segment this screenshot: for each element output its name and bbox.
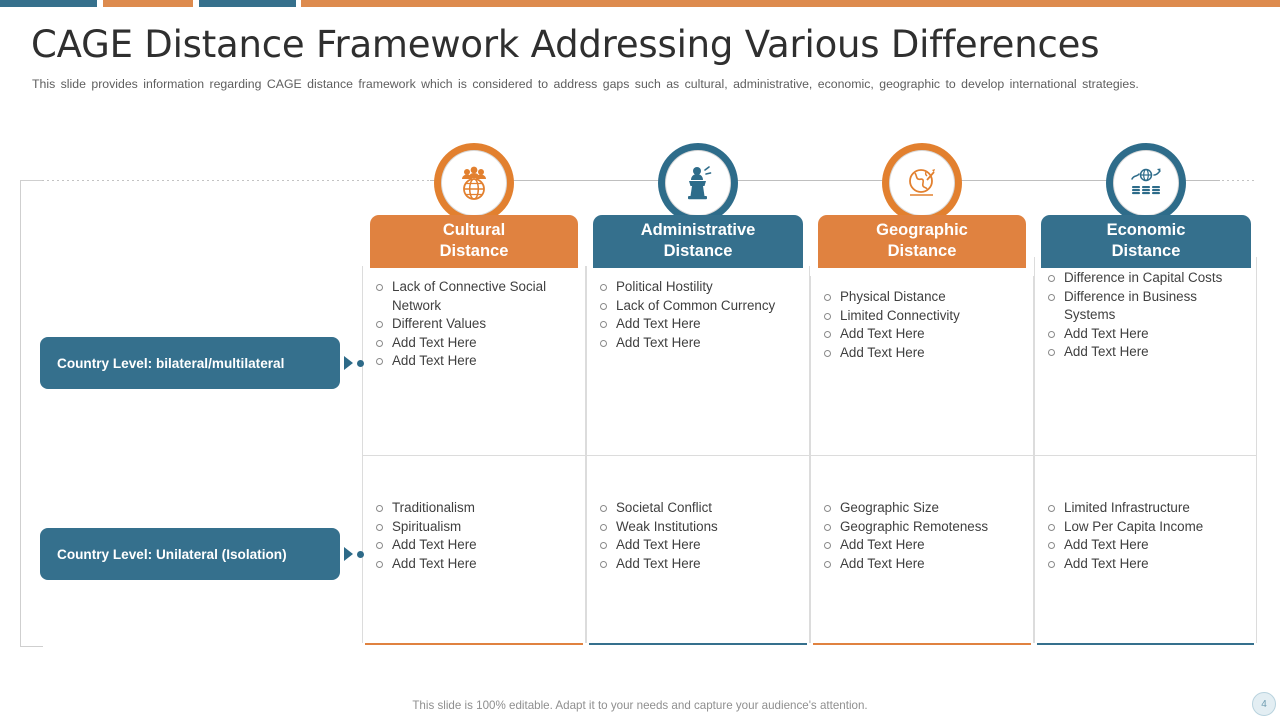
column-title-line2: Distance bbox=[1111, 242, 1181, 260]
column-title-line1: Administrative bbox=[640, 221, 756, 239]
cell-unilateral-geographic[interactable]: Geographic Size Geographic Remoteness Ad… bbox=[810, 456, 1034, 643]
bullet-list: Traditionalism Spiritualism Add Text Her… bbox=[375, 499, 575, 573]
cell-unilateral-cultural[interactable]: Traditionalism Spiritualism Add Text Her… bbox=[362, 456, 586, 643]
list-item: Add Text Here bbox=[599, 334, 799, 353]
list-item: Add Text Here bbox=[823, 536, 1023, 555]
accent-segment-orange-2 bbox=[301, 0, 1280, 7]
triangle-arrow-icon bbox=[344, 356, 353, 370]
column-icon-geographic bbox=[882, 143, 962, 223]
row-label-bilateral[interactable]: Country Level: bilateral/multilateral bbox=[40, 337, 340, 389]
column-header-geographic[interactable]: Geographic Distance bbox=[818, 215, 1026, 268]
list-item: Low Per Capita Income bbox=[1047, 518, 1246, 537]
list-item: Lack of Common Currency bbox=[599, 297, 799, 316]
list-item: Add Text Here bbox=[823, 325, 1023, 344]
list-item: Traditionalism bbox=[375, 499, 575, 518]
list-item: Limited Infrastructure bbox=[1047, 499, 1246, 518]
list-item: Add Text Here bbox=[823, 555, 1023, 574]
bullet-list: Societal Conflict Weak Institutions Add … bbox=[599, 499, 799, 573]
bullet-list: Lack of Connective Social Network Differ… bbox=[375, 278, 575, 371]
list-item: Different Values bbox=[375, 315, 575, 334]
cell-unilateral-economic[interactable]: Limited Infrastructure Low Per Capita In… bbox=[1034, 456, 1257, 643]
bullet-list: Physical Distance Limited Connectivity A… bbox=[823, 288, 1023, 362]
globe-people-icon bbox=[462, 166, 486, 200]
row-connector-unilateral bbox=[344, 547, 370, 561]
bullet-list: Geographic Size Geographic Remoteness Ad… bbox=[823, 499, 1023, 573]
list-item: Societal Conflict bbox=[599, 499, 799, 518]
column-header-economic[interactable]: Economic Distance bbox=[1041, 215, 1251, 268]
column-icon-economic bbox=[1106, 143, 1186, 223]
list-item: Add Text Here bbox=[375, 555, 575, 574]
list-item: Add Text Here bbox=[599, 536, 799, 555]
icon-arc-orange bbox=[434, 143, 514, 223]
row-divider bbox=[362, 455, 1257, 456]
bullet-list: Political Hostility Lack of Common Curre… bbox=[599, 278, 799, 352]
column-title-line1: Economic bbox=[1106, 221, 1186, 239]
bullet-list: Limited Infrastructure Low Per Capita In… bbox=[1047, 499, 1246, 573]
list-item: Geographic Size bbox=[823, 499, 1023, 518]
column-icon-cultural bbox=[434, 143, 514, 223]
list-item: Add Text Here bbox=[1047, 325, 1246, 344]
list-item: Add Text Here bbox=[1047, 555, 1246, 574]
bullet-list: Difference in Capital Costs Difference i… bbox=[1047, 269, 1246, 362]
icon-arc-orange bbox=[882, 143, 962, 223]
column-title-line2: Distance bbox=[439, 242, 509, 260]
accent-segment-teal-2 bbox=[199, 0, 296, 7]
row-connector-bilateral bbox=[344, 356, 370, 370]
accent-segment-teal-1 bbox=[0, 0, 97, 7]
list-item: Add Text Here bbox=[375, 334, 575, 353]
list-item: Add Text Here bbox=[599, 315, 799, 334]
list-item: Add Text Here bbox=[375, 536, 575, 555]
content-grid: Lack of Connective Social Network Differ… bbox=[362, 257, 1257, 645]
column-header-cultural[interactable]: Cultural Distance bbox=[370, 215, 578, 268]
left-bracket bbox=[20, 180, 43, 647]
dot-icon bbox=[357, 360, 364, 367]
column-bottom-bar-economic bbox=[1037, 643, 1254, 645]
list-item: Spiritualism bbox=[375, 518, 575, 537]
list-item: Add Text Here bbox=[599, 555, 799, 574]
column-icon-administrative bbox=[658, 143, 738, 223]
column-bottom-bar-administrative bbox=[589, 643, 807, 645]
list-item: Weak Institutions bbox=[599, 518, 799, 537]
cell-bilateral-economic[interactable]: Difference in Capital Costs Difference i… bbox=[1034, 257, 1257, 455]
globe-coins-growth-icon bbox=[1131, 168, 1161, 195]
page-title: CAGE Distance Framework Addressing Vario… bbox=[31, 23, 1100, 66]
list-item: Geographic Remoteness bbox=[823, 518, 1023, 537]
row-label-unilateral[interactable]: Country Level: Unilateral (Isolation) bbox=[40, 528, 340, 580]
cell-bilateral-geographic[interactable]: Physical Distance Limited Connectivity A… bbox=[810, 276, 1034, 455]
triangle-arrow-icon bbox=[344, 547, 353, 561]
column-header-administrative[interactable]: Administrative Distance bbox=[593, 215, 803, 268]
list-item: Difference in Business Systems bbox=[1047, 288, 1246, 325]
list-item: Difference in Capital Costs bbox=[1047, 269, 1246, 288]
column-title-line2: Distance bbox=[887, 242, 957, 260]
podium-speaker-icon bbox=[688, 166, 712, 200]
row-label-text: Country Level: bilateral/multilateral bbox=[57, 355, 285, 371]
column-bottom-bar-geographic bbox=[813, 643, 1031, 645]
column-title-line1: Geographic bbox=[876, 221, 968, 239]
cell-unilateral-administrative[interactable]: Societal Conflict Weak Institutions Add … bbox=[586, 456, 810, 643]
icon-arc-teal bbox=[658, 143, 738, 223]
solid-rail bbox=[430, 180, 1220, 181]
list-item: Physical Distance bbox=[823, 288, 1023, 307]
row-label-text: Country Level: Unilateral (Isolation) bbox=[57, 546, 287, 562]
column-bottom-bar-cultural bbox=[365, 643, 583, 645]
footer-note: This slide is 100% editable. Adapt it to… bbox=[412, 699, 868, 712]
list-item: Limited Connectivity bbox=[823, 307, 1023, 326]
list-item: Lack of Connective Social Network bbox=[375, 278, 575, 315]
cell-bilateral-cultural[interactable]: Lack of Connective Social Network Differ… bbox=[362, 266, 586, 455]
list-item: Add Text Here bbox=[823, 344, 1023, 363]
cell-bilateral-administrative[interactable]: Political Hostility Lack of Common Curre… bbox=[586, 266, 810, 455]
accent-segment-orange-1 bbox=[103, 0, 193, 7]
column-title-line2: Distance bbox=[663, 242, 733, 260]
globe-pin-icon bbox=[909, 169, 935, 196]
list-item: Add Text Here bbox=[1047, 536, 1246, 555]
column-title-line1: Cultural bbox=[442, 221, 506, 239]
icon-arc-teal bbox=[1106, 143, 1186, 223]
top-accent-bar bbox=[0, 0, 1280, 7]
list-item: Political Hostility bbox=[599, 278, 799, 297]
list-item: Add Text Here bbox=[1047, 343, 1246, 362]
page-subtitle: This slide provides information regardin… bbox=[32, 77, 1139, 91]
list-item: Add Text Here bbox=[375, 352, 575, 371]
dot-icon bbox=[357, 551, 364, 558]
page-number-badge: 4 bbox=[1252, 692, 1276, 716]
